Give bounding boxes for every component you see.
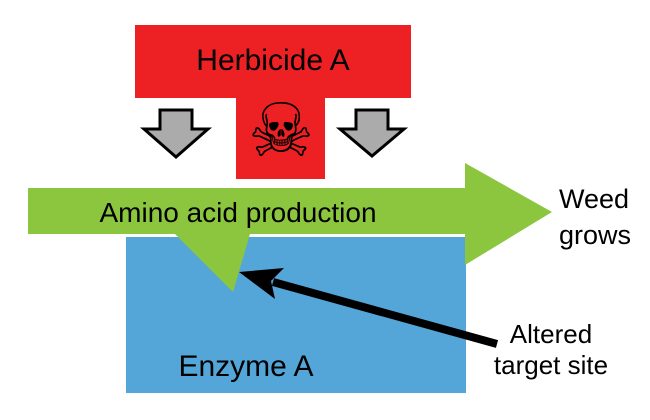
herbicide-label: Herbicide A <box>196 44 350 77</box>
enzyme-label: Enzyme A <box>178 350 314 383</box>
annotation-arrowhead-icon <box>239 268 284 299</box>
weed-grows-line2: grows <box>559 220 632 250</box>
weed-grows-label: Weed grows <box>559 181 631 253</box>
altered-target-site-line1: Altered <box>509 319 593 349</box>
down-arrow-left-icon <box>140 108 212 159</box>
amino-acid-production-label: Amino acid production <box>99 197 377 228</box>
amino-acid-arrow-shape <box>28 163 552 292</box>
annotation-arrow-line <box>271 278 499 348</box>
weed-grows-line1: Weed <box>559 184 630 214</box>
skull-crossbones-icon: ☠ <box>247 88 315 174</box>
altered-target-site-label: Altered target site <box>469 319 633 381</box>
down-arrow-right-icon <box>335 108 409 158</box>
enzyme-block-shape <box>126 237 466 393</box>
herbicide-block-shape <box>135 25 411 179</box>
altered-target-site-line2: target site <box>493 350 609 380</box>
